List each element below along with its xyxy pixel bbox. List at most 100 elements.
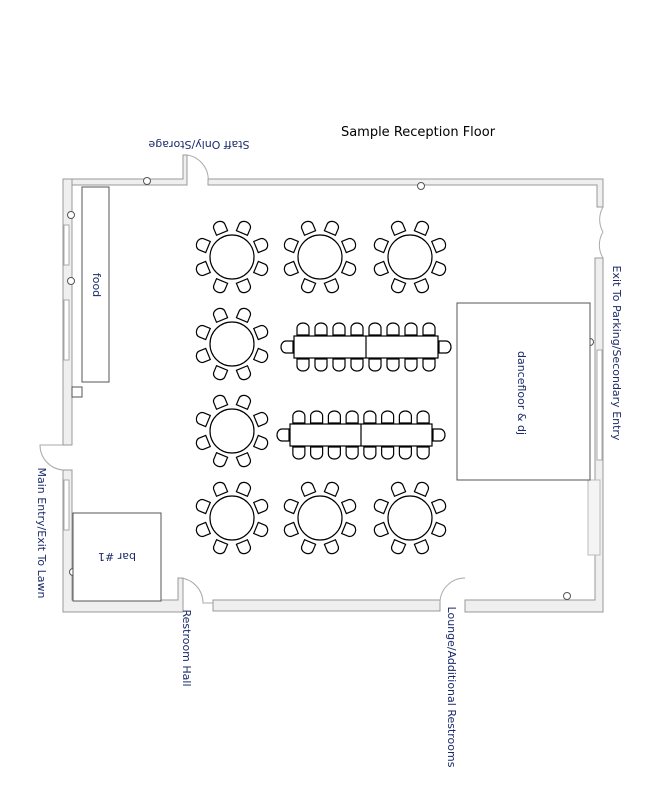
chair [300, 220, 317, 237]
chair [235, 481, 252, 498]
bar-area: bar #1 [72, 512, 162, 602]
chair [235, 451, 252, 468]
food-label: food [90, 273, 103, 297]
round-table [195, 307, 269, 381]
chair [345, 410, 359, 424]
chair [195, 434, 212, 451]
chair [300, 277, 317, 294]
dancefloor-area: dancefloor & dj [456, 302, 591, 481]
round-table [373, 481, 447, 555]
chair [340, 260, 357, 277]
chair [300, 538, 317, 555]
chair [235, 394, 252, 411]
round-table [195, 481, 269, 555]
round-table [373, 220, 447, 294]
chair [386, 358, 400, 372]
chair [404, 358, 418, 372]
chair [280, 340, 294, 354]
chair [373, 521, 390, 538]
chair [252, 260, 269, 277]
chair [404, 322, 418, 336]
chair [430, 521, 447, 538]
chair [195, 347, 212, 364]
chair [310, 410, 324, 424]
chair [252, 237, 269, 254]
doors [39, 154, 604, 604]
chair [300, 481, 317, 498]
chair [252, 411, 269, 428]
chair [235, 220, 252, 237]
chair [386, 322, 400, 336]
banquet-table [280, 322, 452, 372]
chair [413, 481, 430, 498]
chair [368, 358, 382, 372]
chair [296, 322, 310, 336]
chair [332, 358, 346, 372]
chair [235, 307, 252, 324]
chair [340, 237, 357, 254]
chair [292, 410, 306, 424]
chair [283, 260, 300, 277]
chair [350, 358, 364, 372]
chair [252, 498, 269, 515]
chair [422, 358, 436, 372]
chair [212, 538, 229, 555]
chair [212, 277, 229, 294]
chair [398, 410, 412, 424]
chair [363, 446, 377, 460]
chair [416, 446, 430, 460]
chair [422, 322, 436, 336]
chair [252, 521, 269, 538]
chair [363, 410, 377, 424]
chair [327, 446, 341, 460]
tables [195, 220, 452, 555]
chair [195, 498, 212, 515]
round-table [283, 220, 357, 294]
chair [195, 324, 212, 341]
chair [212, 364, 229, 381]
chair [413, 220, 430, 237]
chair [350, 322, 364, 336]
chair [430, 260, 447, 277]
chair [438, 340, 452, 354]
chair [390, 277, 407, 294]
outlet-icon [563, 592, 571, 600]
chair [332, 322, 346, 336]
chair [276, 428, 290, 442]
restroom-hall-label: Restroom Hall [180, 609, 193, 686]
outlet-icon [417, 182, 425, 190]
chair [368, 322, 382, 336]
chair [432, 428, 446, 442]
chair [235, 277, 252, 294]
bar-label: bar #1 [98, 550, 136, 563]
chair [381, 410, 395, 424]
chair [323, 481, 340, 498]
food-area: food [71, 186, 110, 398]
chair [296, 358, 310, 372]
chair [430, 498, 447, 515]
chair [413, 538, 430, 555]
staff-storage-label: Staff Only/Storage [148, 138, 249, 151]
chair [323, 220, 340, 237]
chair [212, 481, 229, 498]
plan-title: Sample Reception Floor [341, 125, 496, 140]
chair [327, 410, 341, 424]
chair [310, 446, 324, 460]
round-table [195, 394, 269, 468]
chair [195, 260, 212, 277]
chair [252, 324, 269, 341]
chair [340, 521, 357, 538]
outlet-icon [143, 177, 151, 185]
chair [212, 394, 229, 411]
chair [235, 364, 252, 381]
chair [413, 277, 430, 294]
chair [373, 237, 390, 254]
chair [373, 498, 390, 515]
chair [252, 434, 269, 451]
chair [252, 347, 269, 364]
chair [195, 521, 212, 538]
chair [345, 446, 359, 460]
chair [340, 498, 357, 515]
chair [381, 446, 395, 460]
